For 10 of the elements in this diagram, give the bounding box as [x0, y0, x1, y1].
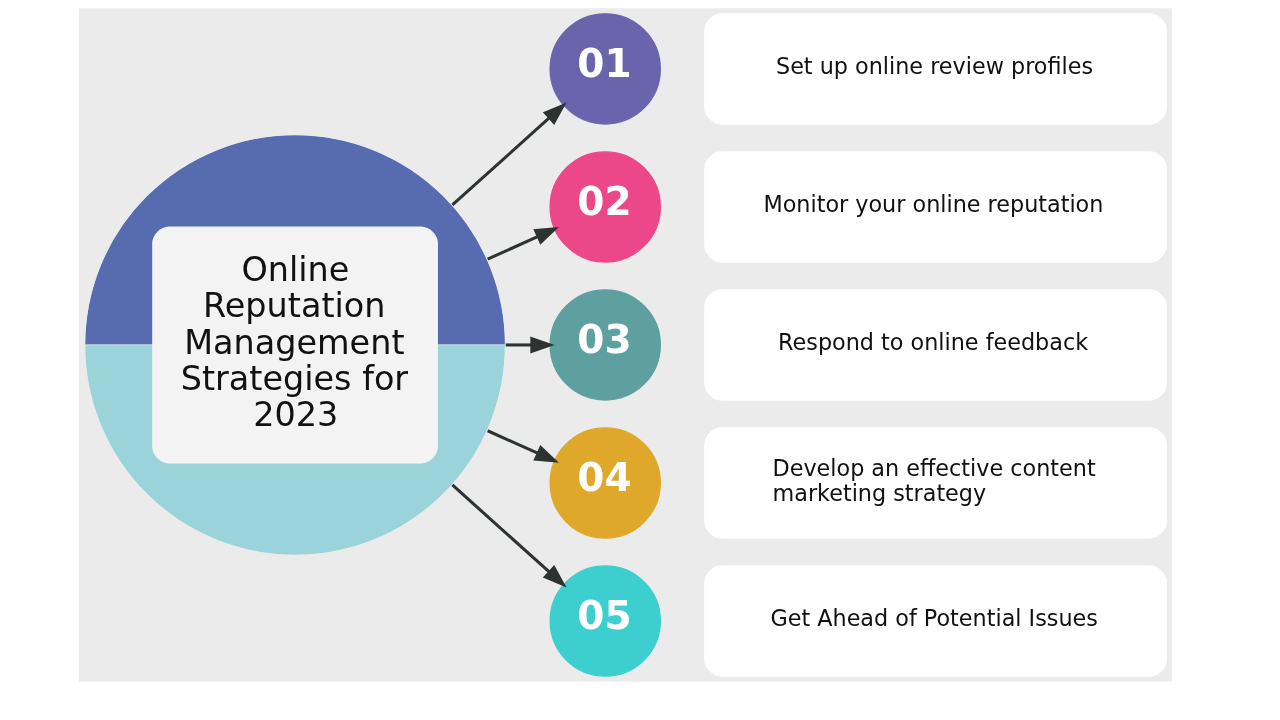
arrow — [450, 102, 567, 207]
arrow — [486, 227, 559, 261]
arrow — [505, 336, 555, 354]
arrow — [450, 483, 567, 588]
node-circle: 03 — [548, 289, 661, 401]
arrow — [486, 429, 559, 463]
node-circle: 05 — [548, 565, 661, 677]
node-circle: 02 — [548, 151, 661, 263]
node-circle: 01 — [548, 13, 661, 125]
node-circle: 04 — [548, 427, 661, 539]
